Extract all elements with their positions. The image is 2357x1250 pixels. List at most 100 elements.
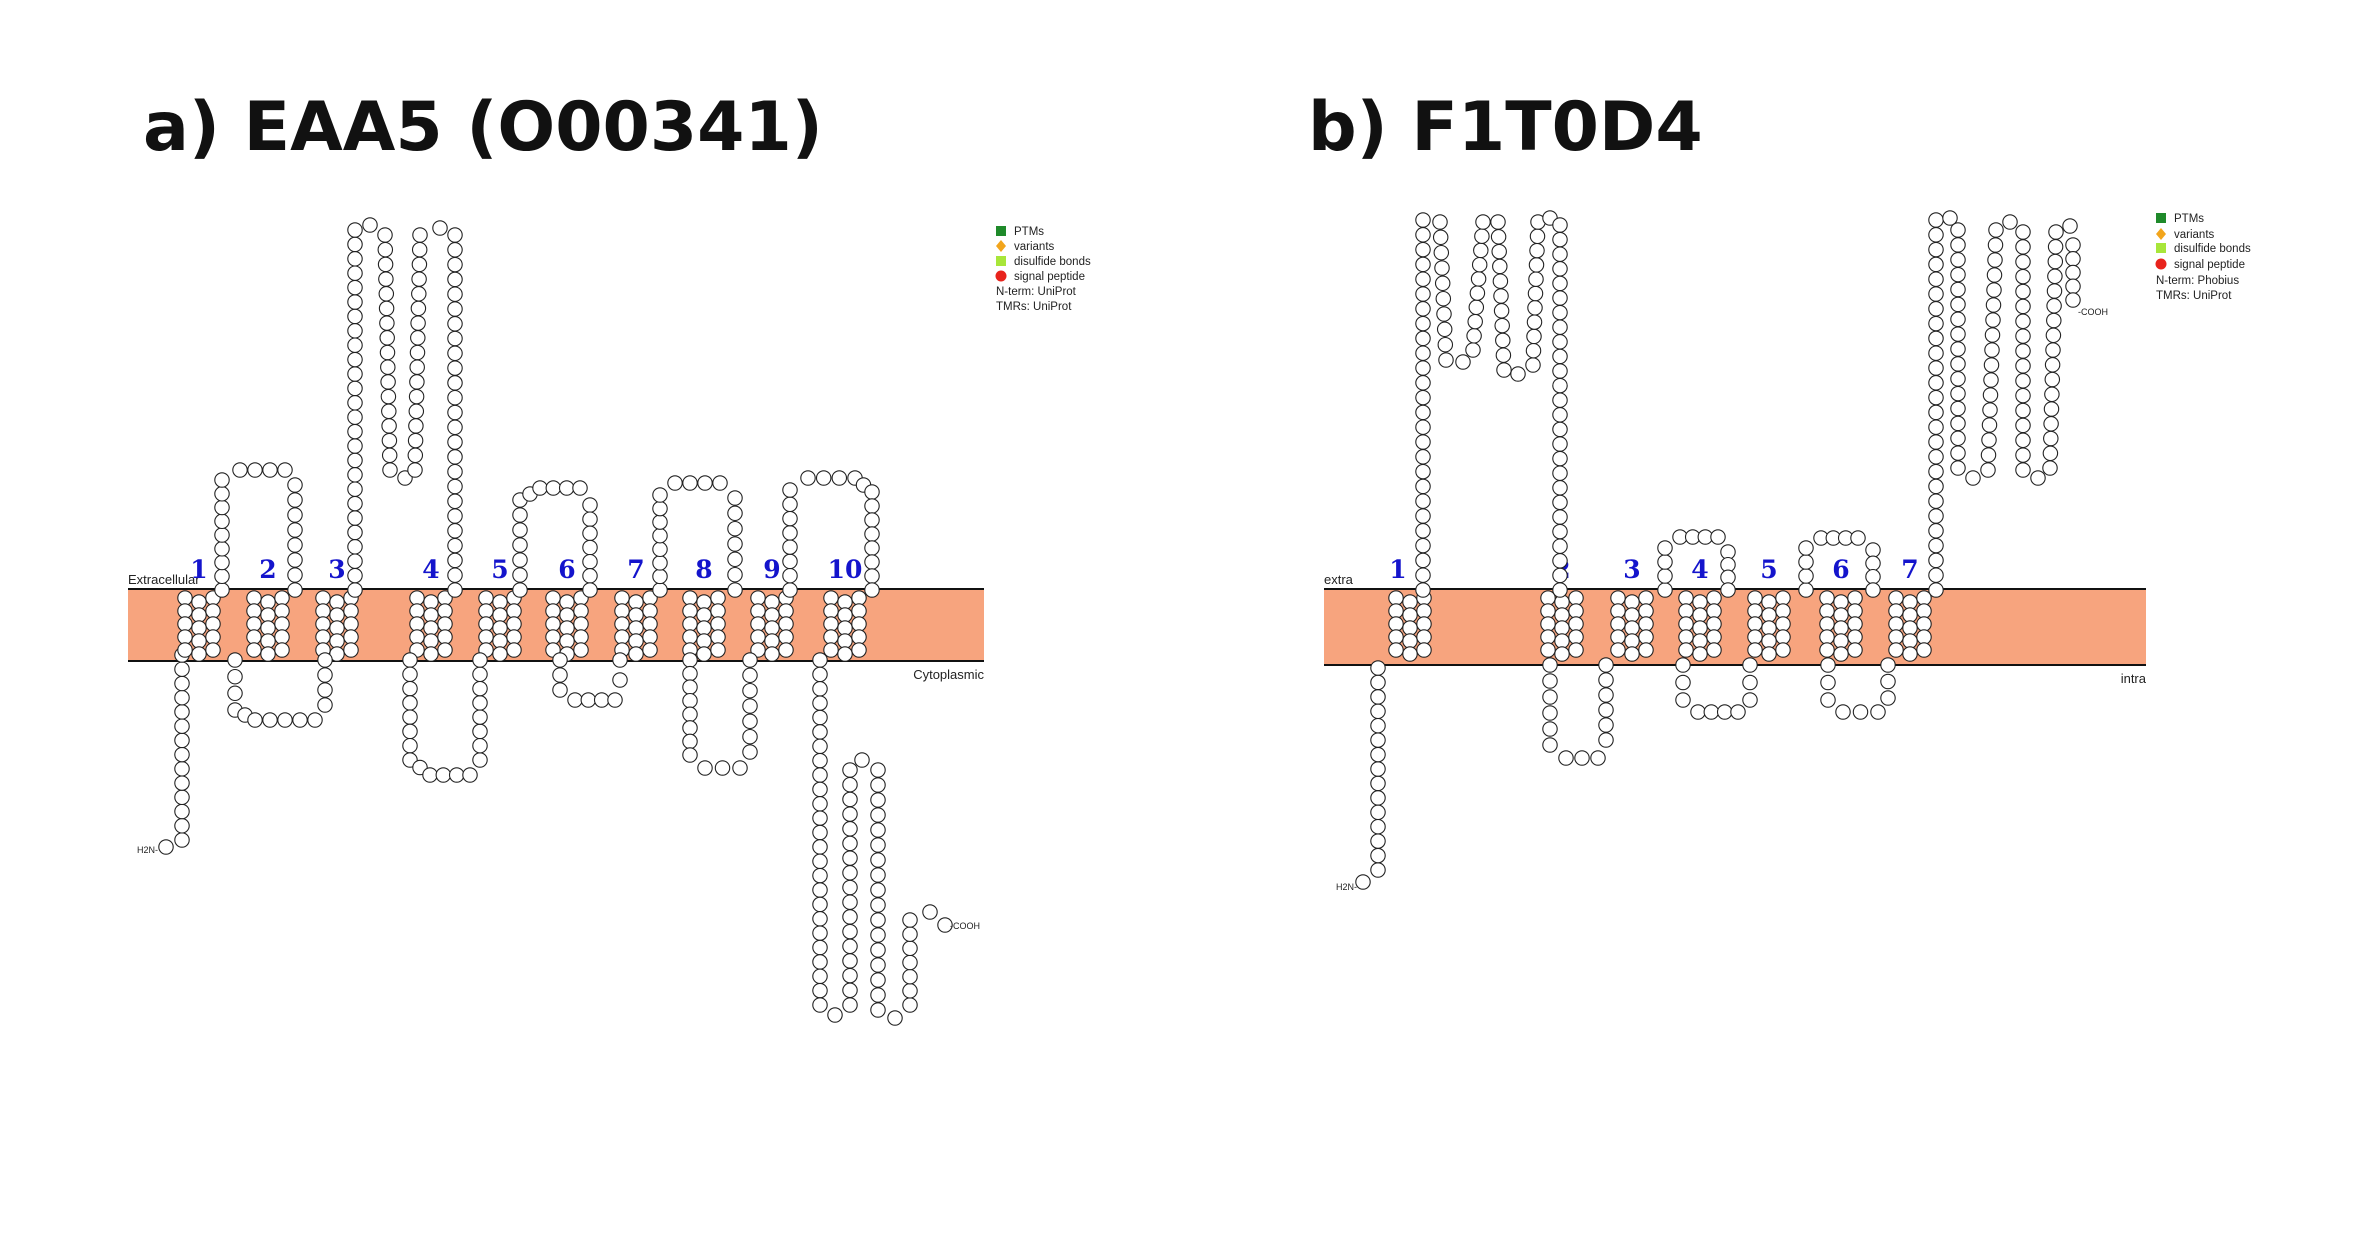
residue [512,522,528,538]
residue [1510,366,1526,382]
residue [2044,386,2060,403]
residue [409,374,425,390]
tm-residue [696,594,712,610]
tm-residue [1888,629,1904,645]
residue [902,983,918,999]
residue [2030,470,2046,486]
tm-residue [1678,642,1694,658]
residue [2042,445,2059,462]
residue [697,760,713,776]
residue [287,552,303,568]
tm-residue [1747,590,1763,606]
legend-tmrs: TMRs: UniProt [996,301,1072,313]
tm-residue [764,633,780,649]
residue [2065,278,2081,295]
residue [381,403,397,420]
tm-residue [1638,642,1654,658]
residue [782,482,798,498]
tm-residue [1888,603,1904,619]
residue [347,308,363,325]
tm-residue [1416,603,1432,619]
residue [1950,460,1966,476]
tm-residue [1775,616,1791,632]
tm-residue [274,642,290,658]
tm-residue [1388,629,1404,645]
residue [842,850,858,866]
residue [1415,345,1431,361]
residue [2065,237,2081,253]
residue [812,939,828,956]
residue [378,300,395,317]
tm-residue [274,629,290,645]
tm-residue [246,616,262,632]
residue [712,475,728,491]
residue [2015,224,2031,240]
residue [408,388,425,405]
residue [1526,328,1542,345]
residue [1415,227,1431,243]
residue [347,222,363,238]
residue [1474,228,1490,244]
tm-residue [191,594,207,610]
residue [347,251,363,267]
residue [2015,298,2031,315]
residue [1820,657,1836,673]
residue [1984,327,2001,343]
residue [727,551,743,568]
residue [1985,297,2002,313]
residue [652,500,668,517]
residue [1720,582,1736,598]
tm-residue [778,629,794,645]
residue [1950,281,1966,298]
tm-residue [205,642,221,658]
residue [1950,385,1966,402]
tm-residue [837,594,853,610]
tm-residue [1692,646,1708,662]
residue [1527,300,1543,316]
tm-residue [437,642,453,658]
tm-residue [1916,616,1932,632]
residue [842,865,858,881]
tm-residue [764,607,780,623]
residue [380,388,397,405]
tm-residue [1761,620,1777,636]
residue [347,495,363,512]
residue [831,470,848,486]
residue [682,475,698,491]
legend-n-term: N-term: Phobius [2156,275,2239,287]
residue [381,418,397,434]
tm-residue [409,603,425,619]
residue [378,286,395,302]
tm-residue [409,590,425,606]
tm-residue [1416,642,1432,658]
residue [1988,222,2004,238]
residue [1987,237,2004,253]
tm-residue [260,620,276,636]
residue [582,497,598,513]
tm-residue [628,607,644,623]
residue [1415,256,1431,273]
residue [812,681,828,697]
tm-residue [642,616,658,632]
residue [842,835,858,852]
residue [545,480,562,496]
residue [447,345,463,362]
residue [472,709,488,725]
residue [742,682,758,699]
residue [652,541,668,558]
tm-residue [1747,616,1763,632]
tm-residue [177,590,193,606]
topology-diagram-b: extra intra PTMs variants disulfide bond… [1324,210,2251,892]
residue [1415,315,1431,332]
residue [1928,537,1944,554]
residue [812,709,828,726]
residue [1928,493,1944,509]
tm-residue [246,590,262,606]
tm-residue [1678,603,1694,619]
residue [582,568,598,584]
residue [347,265,363,281]
tm-residue [492,633,508,649]
residue [1415,301,1431,317]
residue [1493,303,1510,319]
residue [864,512,880,528]
